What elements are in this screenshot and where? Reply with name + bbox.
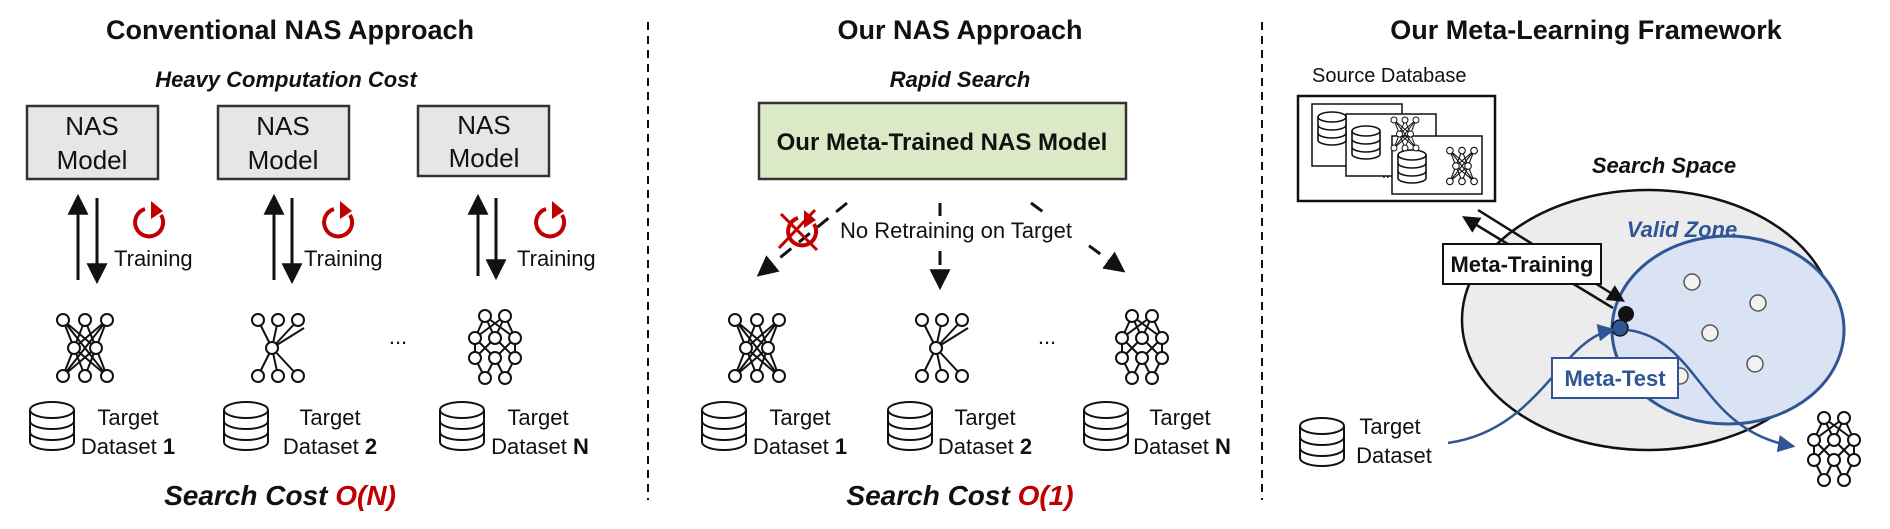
database-icon bbox=[701, 401, 747, 451]
dataset-label-1: Dataset 1 bbox=[81, 434, 175, 459]
meta-test-point bbox=[1611, 319, 1629, 337]
ours-subtitle: Rapid Search bbox=[890, 67, 1031, 92]
database-icon bbox=[439, 401, 485, 451]
training-arrows bbox=[67, 193, 507, 285]
target-label-3: Target bbox=[507, 405, 568, 430]
nas-model-1-line1: NAS bbox=[65, 111, 118, 141]
meta-training-box: Meta-Training bbox=[1442, 243, 1602, 285]
nas-model-1-line2: Model bbox=[57, 145, 128, 175]
training-cycle-icon bbox=[322, 199, 355, 239]
nas-model-box-1: NAS Model bbox=[25, 104, 160, 181]
target-label-4: Target bbox=[769, 405, 830, 430]
nas-model-box-3: NAS Model bbox=[416, 104, 551, 178]
search-space-label: Search Space bbox=[1592, 153, 1736, 178]
target-label-5: Target bbox=[954, 405, 1015, 430]
source-database-label: Source Database bbox=[1312, 65, 1467, 87]
valid-points bbox=[1671, 273, 1767, 385]
network-icon bbox=[56, 313, 114, 383]
source-dots: .. bbox=[1382, 165, 1390, 181]
dataset-label-3: Dataset N bbox=[491, 434, 589, 459]
dataset-label-4: Dataset 1 bbox=[753, 434, 847, 459]
dots-2: ... bbox=[1038, 324, 1056, 349]
nas-model-2-line1: NAS bbox=[256, 111, 309, 141]
conventional-cost: Search Cost O(N) bbox=[164, 480, 396, 511]
training-cycle-icon bbox=[133, 199, 166, 239]
database-icon bbox=[1083, 401, 1129, 451]
database-icon bbox=[887, 401, 933, 451]
no-retrain-arrows bbox=[756, 201, 1126, 291]
database-icon bbox=[29, 401, 75, 451]
training-cycle-icon bbox=[534, 199, 567, 239]
network-icon bbox=[728, 313, 786, 383]
meta-training-label: Meta-Training bbox=[1450, 252, 1593, 277]
crossed-training-icon bbox=[777, 208, 819, 252]
meta-test-box: Meta-Test bbox=[1551, 357, 1679, 399]
network-icon bbox=[468, 309, 522, 385]
framework-dataset-label: Dataset bbox=[1356, 443, 1432, 468]
nas-model-2-line2: Model bbox=[248, 145, 319, 175]
ours-cost: Search Cost O(1) bbox=[846, 480, 1073, 511]
meta-test-output-curve bbox=[1627, 328, 1796, 453]
target-label-6: Target bbox=[1149, 405, 1210, 430]
conventional-subtitle: Heavy Computation Cost bbox=[155, 67, 418, 92]
dataset-label-5: Dataset 2 bbox=[938, 434, 1032, 459]
meta-test-input-curve bbox=[1447, 324, 1616, 445]
network-icon bbox=[251, 313, 305, 383]
framework-title: Our Meta-Learning Framework bbox=[1390, 15, 1783, 45]
dataset-label-6: Dataset N bbox=[1133, 434, 1231, 459]
conventional-title: Conventional NAS Approach bbox=[106, 15, 474, 45]
no-retraining-bg bbox=[838, 216, 1102, 244]
dots-1: ... bbox=[389, 324, 407, 349]
dataset-label-2: Dataset 2 bbox=[283, 434, 377, 459]
framework-target-label: Target bbox=[1359, 414, 1420, 439]
target-label-2: Target bbox=[299, 405, 360, 430]
source-database-box: .. bbox=[1296, 94, 1497, 203]
meta-test-label: Meta-Test bbox=[1564, 366, 1666, 391]
network-icon bbox=[1115, 309, 1169, 385]
network-icon bbox=[1807, 411, 1861, 487]
training-label-2: Training bbox=[304, 246, 383, 271]
valid-zone-label: Valid Zone bbox=[1627, 217, 1737, 242]
training-label-3: Training bbox=[517, 246, 596, 271]
database-icon bbox=[1299, 417, 1345, 467]
target-label-1: Target bbox=[97, 405, 158, 430]
ours-title: Our NAS Approach bbox=[837, 15, 1082, 45]
meta-trained-model-label: Our Meta-Trained NAS Model bbox=[777, 129, 1108, 156]
nas-model-3-line1: NAS bbox=[457, 110, 510, 140]
meta-trained-point bbox=[1618, 306, 1634, 322]
nas-model-box-2: NAS Model bbox=[216, 104, 351, 181]
no-retraining-label: No Retraining on Target bbox=[840, 218, 1072, 243]
database-icon bbox=[223, 401, 269, 451]
training-label-1: Training bbox=[114, 246, 193, 271]
nas-model-3-line2: Model bbox=[449, 143, 520, 173]
meta-trained-nas-model-box: Our Meta-Trained NAS Model bbox=[757, 101, 1128, 181]
network-icon bbox=[915, 313, 969, 383]
